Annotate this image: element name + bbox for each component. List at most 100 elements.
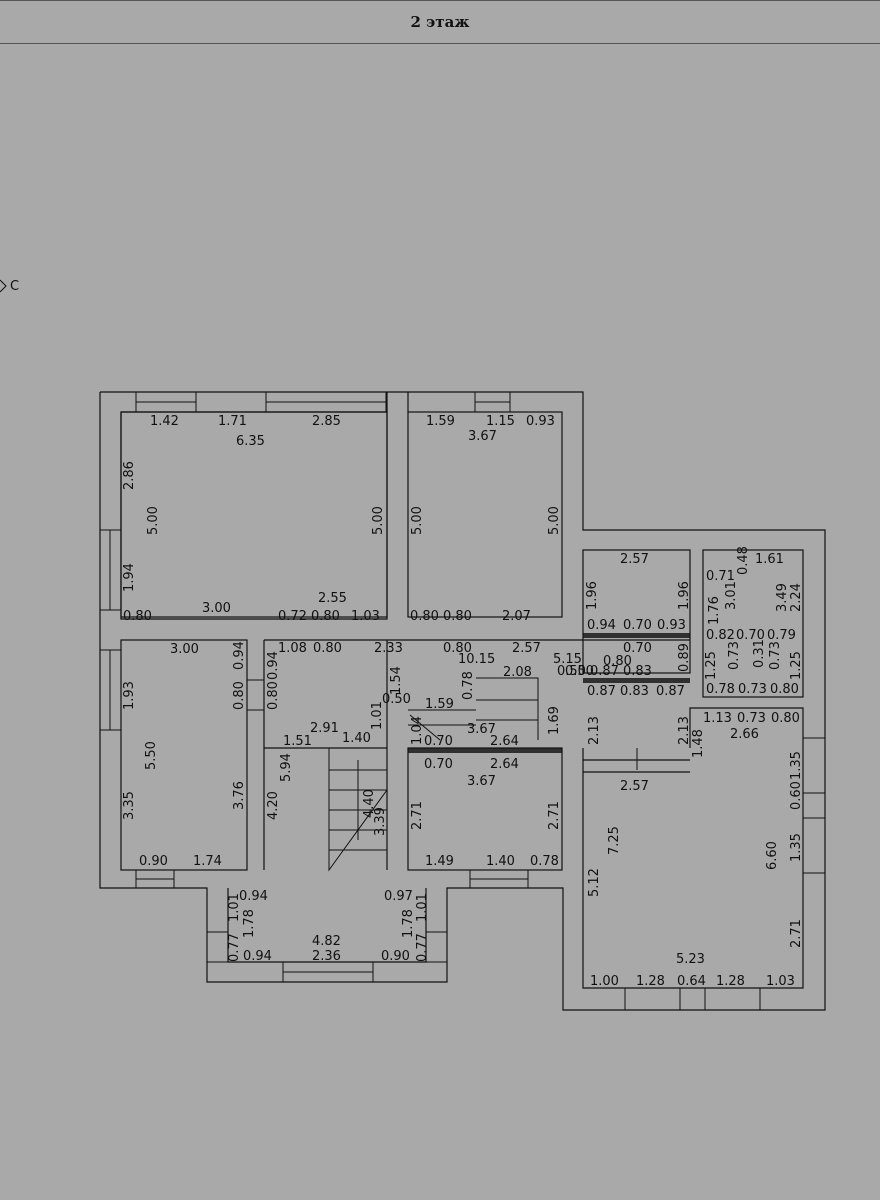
dimension-label: 0.82 [706, 628, 735, 643]
dimension-label: 0.87 [656, 684, 685, 699]
dimension-label: 1.74 [193, 854, 222, 869]
dimension-label: 3.67 [467, 774, 496, 789]
dimension-label: 3.67 [467, 722, 496, 737]
dimension-label: 1.40 [486, 854, 515, 869]
dimension-label: 0.93 [526, 414, 555, 429]
dimension-label: 0.73 [768, 641, 783, 670]
dimension-label: 0.83 [623, 664, 652, 679]
dimension-label: 1.54 [389, 666, 404, 695]
dimension-label: 0.80 [603, 654, 632, 669]
dimension-label: 4.20 [266, 791, 281, 820]
dimension-label: 0.31 [752, 639, 767, 668]
page-title: 2 этаж [410, 13, 470, 31]
dimension-label: 1.40 [342, 731, 371, 746]
dimension-label: 2.71 [789, 919, 804, 948]
dimension-label: 2.71 [410, 801, 425, 830]
dimension-label: 0.71 [706, 569, 735, 584]
dimension-label: 0.90 [139, 854, 168, 869]
dimension-label: 0.90 [381, 949, 410, 964]
dimension-label: 0.93 [657, 618, 686, 633]
dimension-label: 0.48 [736, 546, 751, 575]
dimension-label: 5.00 [410, 506, 425, 535]
dimension-label: 1.01 [370, 701, 385, 730]
dimension-label: 2.55 [318, 591, 347, 606]
dimension-label: 2.24 [789, 583, 804, 612]
dimension-label: 3.67 [468, 429, 497, 444]
dimension-label: 10.15 [458, 652, 495, 667]
title-bar: 2 этаж [0, 0, 880, 44]
dimension-label: 0.78 [461, 671, 476, 700]
dimension-label: 1.04 [410, 716, 425, 745]
dimension-label: 0.77 [415, 933, 430, 962]
dimension-label: 1.78 [401, 909, 416, 938]
dimension-label: 0.89 [677, 643, 692, 672]
dimension-label: 3.00 [170, 642, 199, 657]
dimension-label: 1.76 [707, 596, 722, 625]
partitions [408, 633, 690, 753]
dimension-label: 0.80 [232, 681, 247, 710]
dimension-label: 1.94 [122, 563, 137, 592]
dimension-label: 0.73 [737, 711, 766, 726]
north-label: С [10, 279, 19, 294]
dimension-label: 2.57 [512, 641, 541, 656]
dimension-label: 1.28 [636, 974, 665, 989]
dimension-label: 2.85 [312, 414, 341, 429]
dimension-label: 0.70 [424, 734, 453, 749]
dimension-label: 2.57 [620, 552, 649, 567]
dimension-label: 0.78 [706, 682, 735, 697]
dimension-label: 1.61 [755, 552, 784, 567]
dimension-label: 0.80 [313, 641, 342, 656]
dimension-label: 3.01 [724, 581, 739, 610]
dimension-label: 0.87 [587, 684, 616, 699]
dimension-label: 5.15 [553, 652, 582, 667]
dimension-label: 5.00 [547, 506, 562, 535]
dimension-label: 3.49 [775, 583, 790, 612]
dimension-label: 5.94 [279, 753, 294, 782]
dimension-label: 1.59 [426, 414, 455, 429]
dimension-label: 0.97 [384, 889, 413, 904]
windows [99, 391, 826, 1011]
dimension-label: 1.01 [227, 893, 242, 922]
outer-walls [99, 391, 826, 1011]
dimension-label: 0.87 [590, 664, 619, 679]
dimension-label: 0.94 [266, 651, 281, 680]
dimension-label: 1.03 [351, 609, 380, 624]
dimension-label: 2.86 [122, 461, 137, 490]
dimension-label: 1.51 [283, 734, 312, 749]
room-3 [120, 639, 248, 871]
dimension-label: 1.96 [585, 581, 600, 610]
stair-block-2 [702, 549, 804, 698]
dimension-label: 0.94 [587, 618, 616, 633]
dimension-label: 0.50 [565, 664, 594, 679]
dimension-label: 2.57 [620, 779, 649, 794]
dimension-label: 0.77 [227, 933, 242, 962]
dimension-label: 0.50 [557, 664, 586, 679]
dimension-label: 1.25 [704, 651, 719, 680]
dimension-label: 1.03 [766, 974, 795, 989]
dimension-label: 1.35 [789, 751, 804, 780]
dimension-label: 0.94 [243, 949, 272, 964]
dimension-label: 1.13 [703, 711, 732, 726]
dimension-label: 0.73 [738, 682, 767, 697]
dimension-label: 1.48 [691, 729, 706, 758]
dimension-label: 0.79 [767, 628, 796, 643]
dimension-labels: 1.42 1.71 2.85 6.35 2.86 5.00 5.00 1.94 … [122, 414, 804, 989]
dimension-label: 1.71 [218, 414, 247, 429]
dimension-label: 1.49 [425, 854, 454, 869]
dimension-label: 0.70 [424, 757, 453, 772]
dimension-label: 0.80 [443, 641, 472, 656]
dimension-label: 6.60 [765, 841, 780, 870]
dimension-label: 1.00 [590, 974, 619, 989]
dimension-label: 0.73 [727, 641, 742, 670]
dimension-label: 3.76 [232, 781, 247, 810]
dimension-label: 0.94 [232, 641, 247, 670]
dimension-label: 0.80 [410, 609, 439, 624]
dimension-label: 2.13 [587, 716, 602, 745]
dimension-label: 1.25 [789, 651, 804, 680]
dimension-label: 5.23 [676, 952, 705, 967]
dimension-label: 0.70 [623, 641, 652, 656]
dimension-label: 5.50 [144, 741, 159, 770]
dimension-label: 0.94 [239, 889, 268, 904]
bath-block [582, 549, 691, 674]
